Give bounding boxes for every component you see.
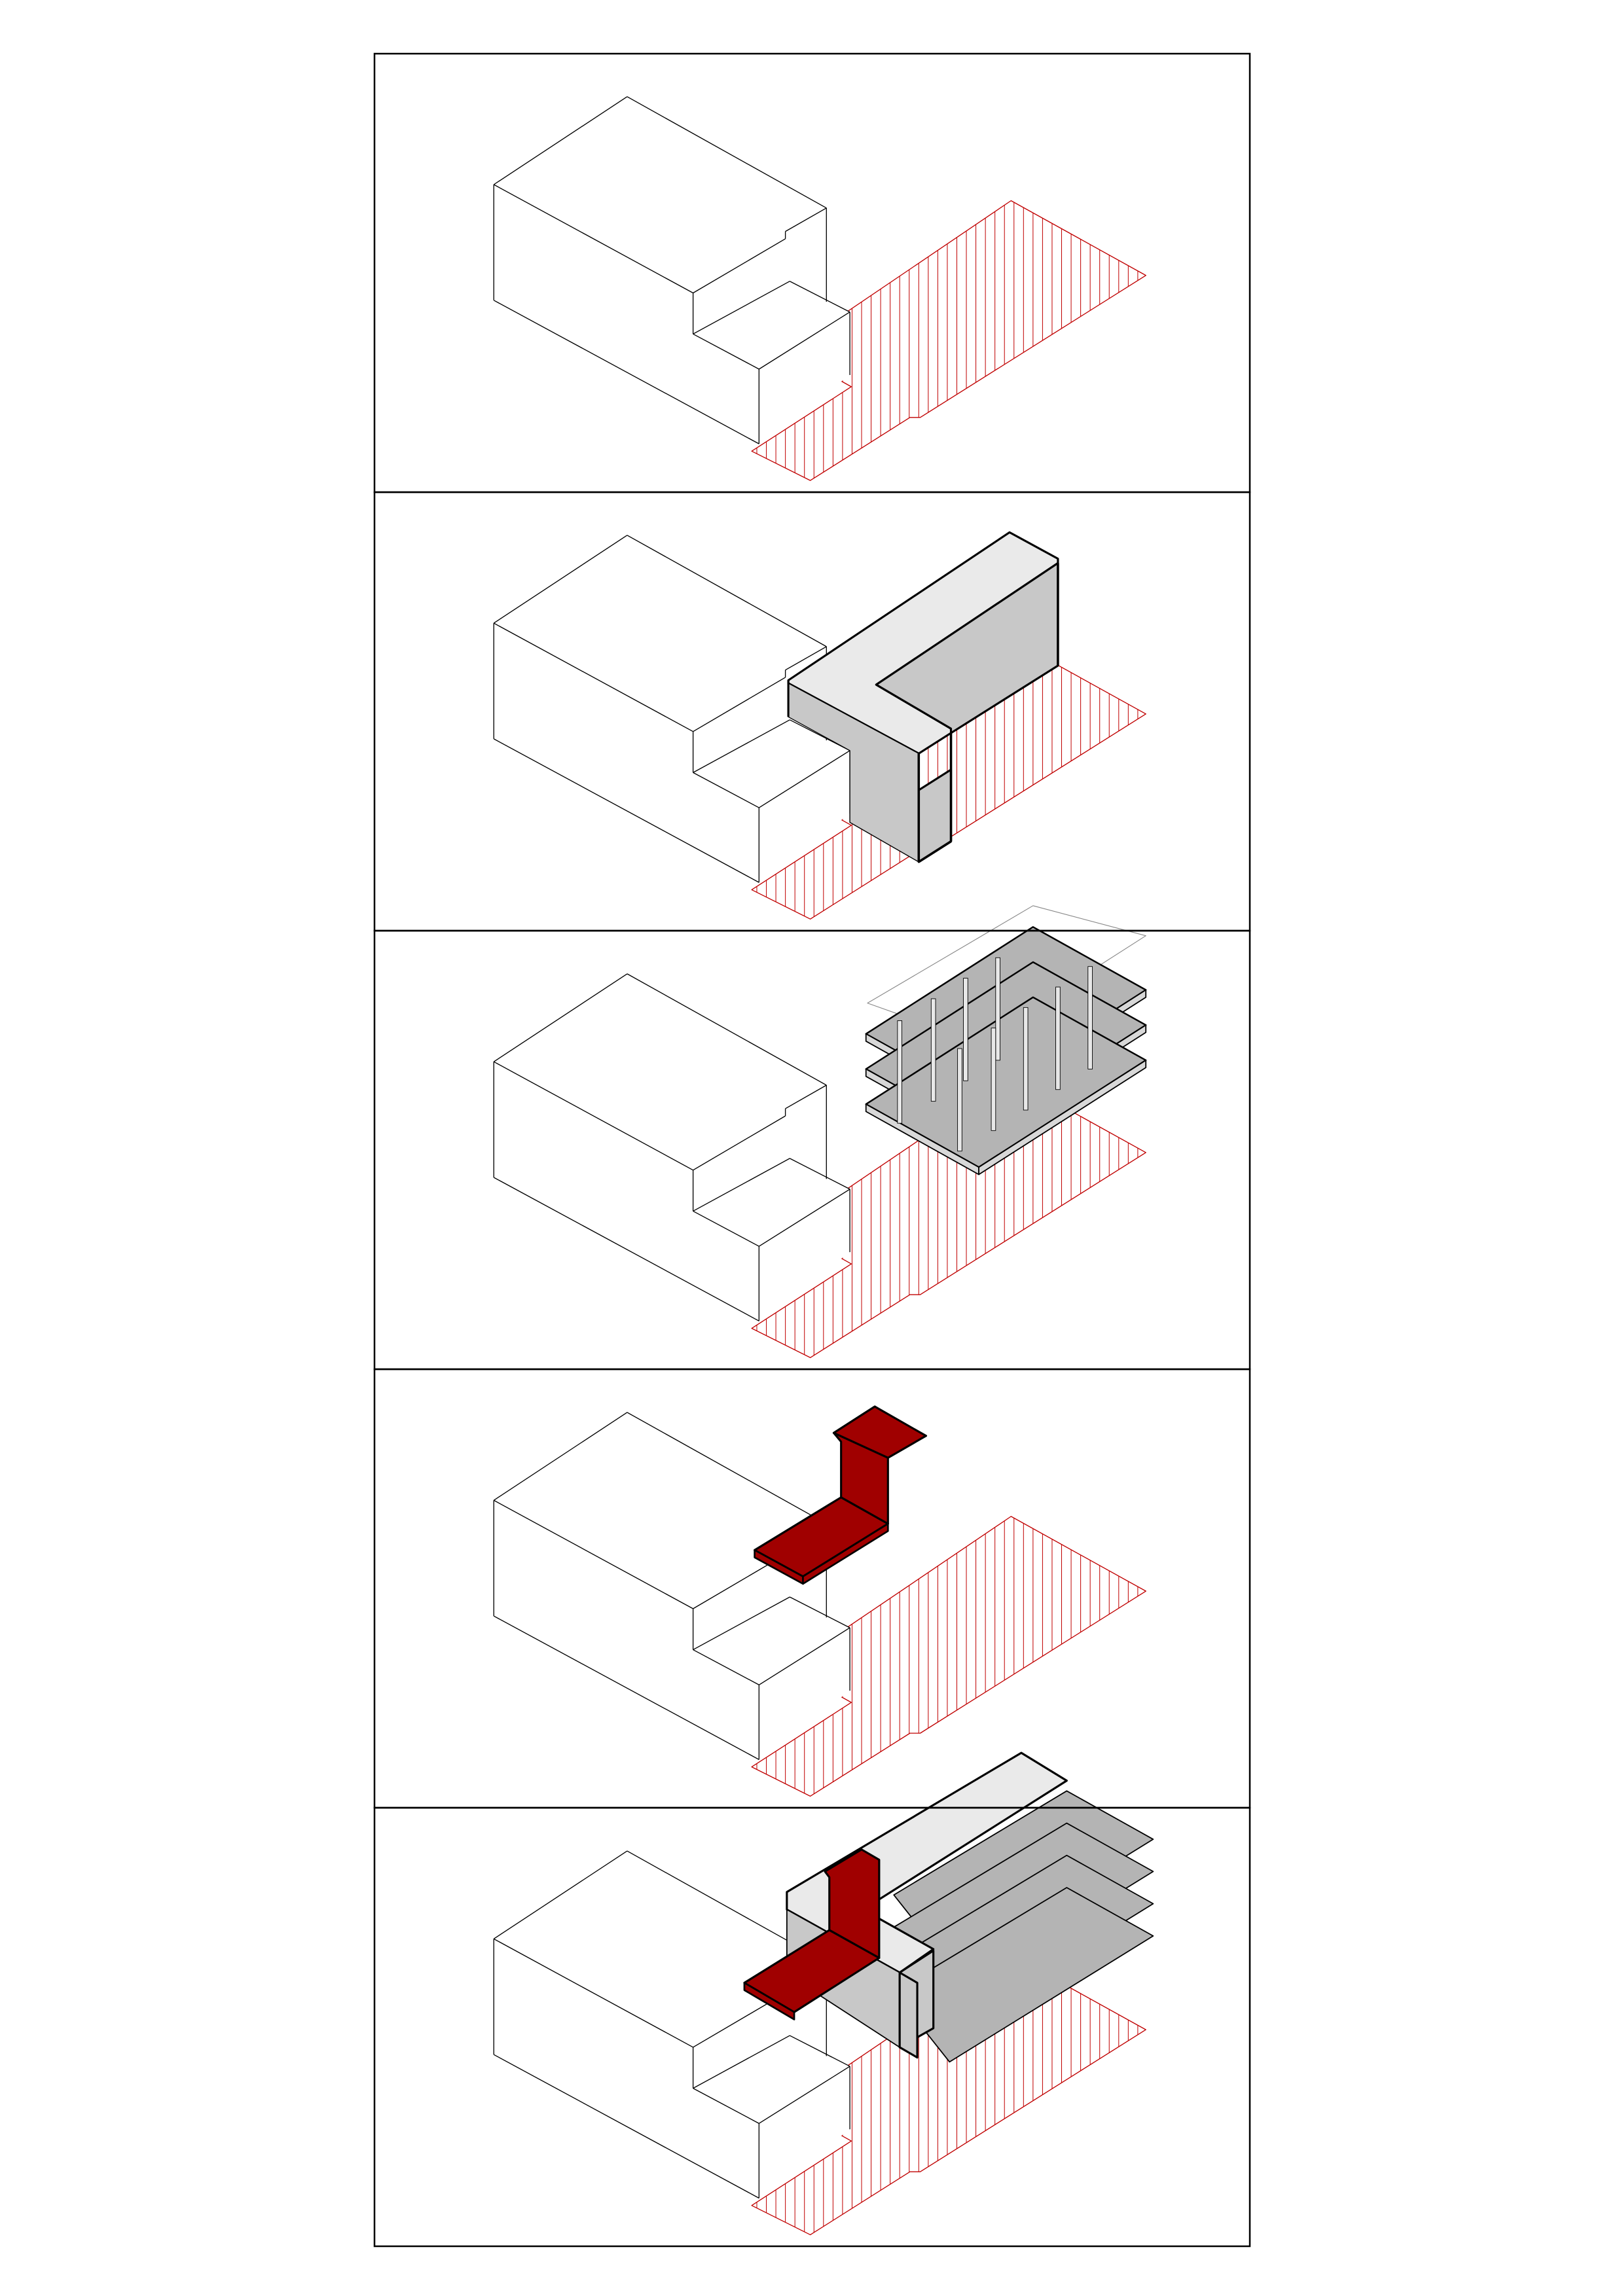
existing-building-edge xyxy=(790,1596,850,1628)
existing-building-edge xyxy=(493,184,693,294)
existing-building-edge xyxy=(785,207,827,232)
panel-4 xyxy=(493,1405,1146,1797)
panel-3 xyxy=(493,905,1147,1358)
existing-building-edge xyxy=(758,1189,850,1247)
column xyxy=(1087,966,1093,1069)
existing-building-edge xyxy=(693,1596,790,1651)
existing-building-edge xyxy=(493,535,628,624)
existing-building-edge xyxy=(693,2035,790,2089)
ramp-landing-edge xyxy=(743,1982,795,2020)
existing-building-edge xyxy=(790,1158,850,1190)
existing-building-edge xyxy=(493,738,759,883)
volume-right-face xyxy=(917,768,953,863)
existing-building-edge xyxy=(493,1177,759,1321)
existing-building-edge xyxy=(493,1938,693,2048)
column xyxy=(930,998,936,1102)
existing-building-edge xyxy=(693,719,790,773)
floor-slab-edge xyxy=(978,1060,1147,1175)
existing-building-mask xyxy=(494,1412,850,1760)
existing-building-edge xyxy=(627,535,827,647)
existing-building-edge xyxy=(493,1412,628,1501)
existing-building-edge xyxy=(693,333,759,370)
existing-building-edge xyxy=(493,622,693,732)
volume-pier xyxy=(898,1971,919,2059)
existing-building-edge xyxy=(693,281,790,334)
ramp-vertical xyxy=(824,1848,881,1960)
existing-building-mask xyxy=(494,973,850,1321)
existing-building-mask xyxy=(494,535,850,883)
existing-building-edge xyxy=(493,1499,693,1609)
volume-edge xyxy=(918,840,952,863)
existing-building-edge xyxy=(693,772,759,808)
site-boundary xyxy=(751,1516,1146,1797)
existing-building-edge xyxy=(493,1061,693,1171)
existing-building-edge xyxy=(693,1115,786,1171)
existing-building-edge xyxy=(627,96,827,209)
existing-building-edge xyxy=(785,646,827,671)
existing-building-mask xyxy=(494,96,850,444)
existing-building-edge xyxy=(790,2035,850,2067)
floor-slab xyxy=(893,1887,1154,2063)
column xyxy=(957,1048,962,1152)
existing-building-edge xyxy=(693,1158,790,1212)
existing-building-edge xyxy=(693,1210,759,1247)
existing-building-edge xyxy=(693,677,786,732)
existing-building-edge xyxy=(493,1615,759,1760)
existing-building-edge xyxy=(758,2066,850,2124)
existing-building-edge xyxy=(790,281,850,313)
existing-building-edge xyxy=(493,1850,628,1939)
existing-building-edge xyxy=(758,312,850,370)
existing-building-edge xyxy=(693,1649,759,1685)
panel-1 xyxy=(493,96,1146,481)
existing-building-edge xyxy=(693,238,786,294)
panel-frame xyxy=(373,1806,1251,2248)
existing-building-edge xyxy=(493,96,628,185)
column xyxy=(897,1020,902,1124)
panel-5 xyxy=(493,1751,1154,2236)
existing-building-edge xyxy=(785,1085,827,1109)
column xyxy=(991,1028,996,1131)
ramp-landing-edge xyxy=(802,1522,889,1585)
existing-building-mask xyxy=(494,1851,850,2198)
existing-building-edge xyxy=(758,750,850,808)
column xyxy=(963,978,968,1081)
existing-building-edge xyxy=(693,2088,759,2124)
panel-frames xyxy=(373,52,1251,2248)
column xyxy=(1023,1007,1029,1111)
existing-building-edge xyxy=(758,1627,850,1685)
ramp-landing-high xyxy=(832,1405,928,1459)
existing-building-edge xyxy=(627,973,827,1086)
existing-building-edge xyxy=(493,300,759,444)
column xyxy=(995,957,1000,1061)
existing-building-edge xyxy=(493,973,628,1062)
existing-building-edge xyxy=(627,1412,827,1524)
site-boundary xyxy=(751,200,1146,481)
column xyxy=(1055,986,1061,1090)
panel-2 xyxy=(493,531,1146,920)
existing-building-edge xyxy=(493,2054,759,2199)
volume-back-face xyxy=(875,562,1059,734)
